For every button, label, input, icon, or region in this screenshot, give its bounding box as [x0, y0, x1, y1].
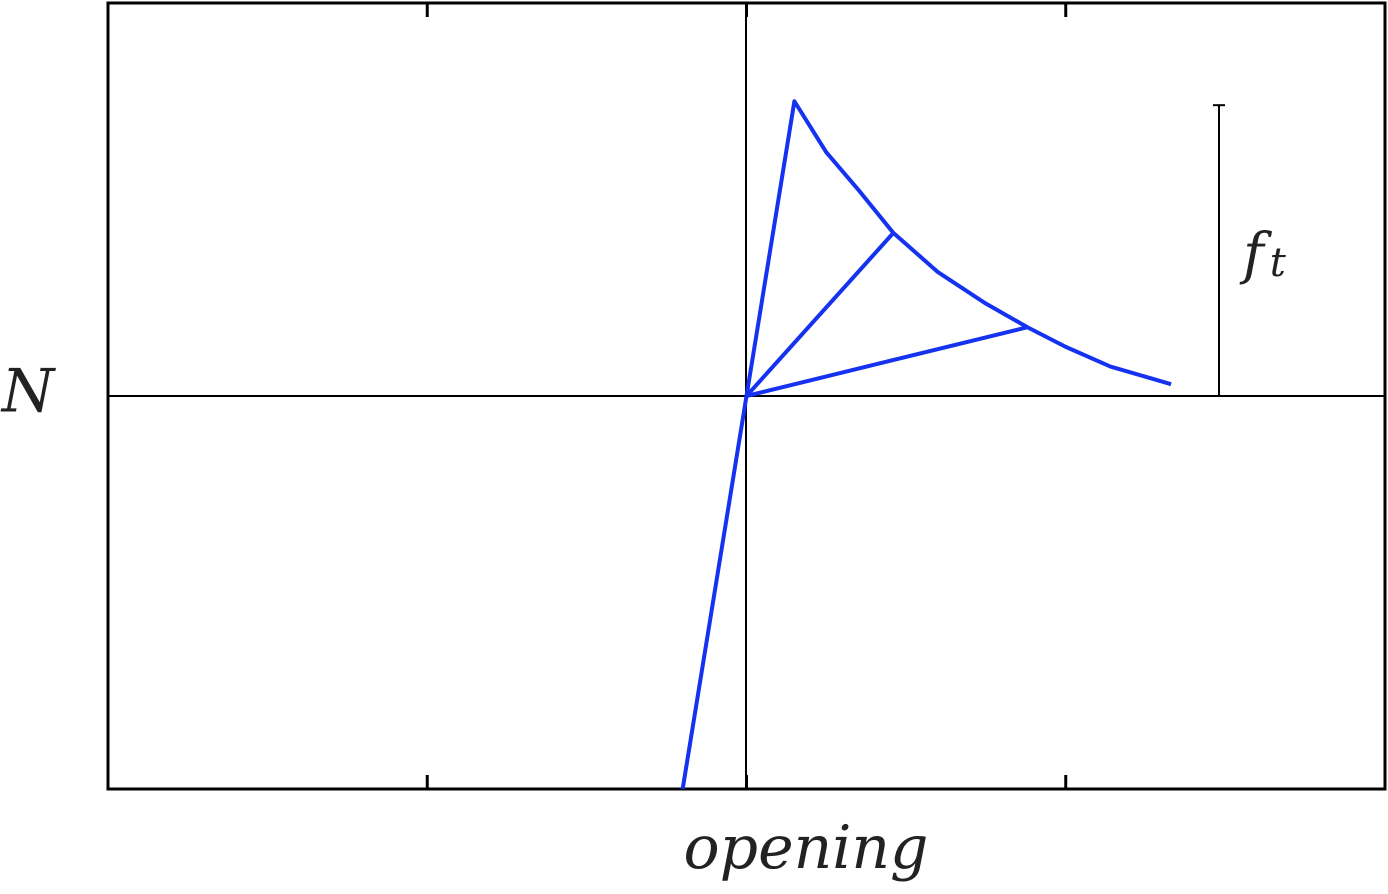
y-axis-label: N	[0, 357, 57, 427]
series-line-2	[746, 325, 1028, 398]
series-layer	[680, 99, 1172, 790]
series-line-0	[680, 99, 1172, 790]
ft-label-subscript: t	[1270, 240, 1287, 286]
x-ticks	[425, 3, 1068, 789]
x-axis-label: opening	[684, 813, 929, 883]
series-line-1	[745, 231, 895, 398]
ft-label-main: f	[1239, 222, 1273, 287]
